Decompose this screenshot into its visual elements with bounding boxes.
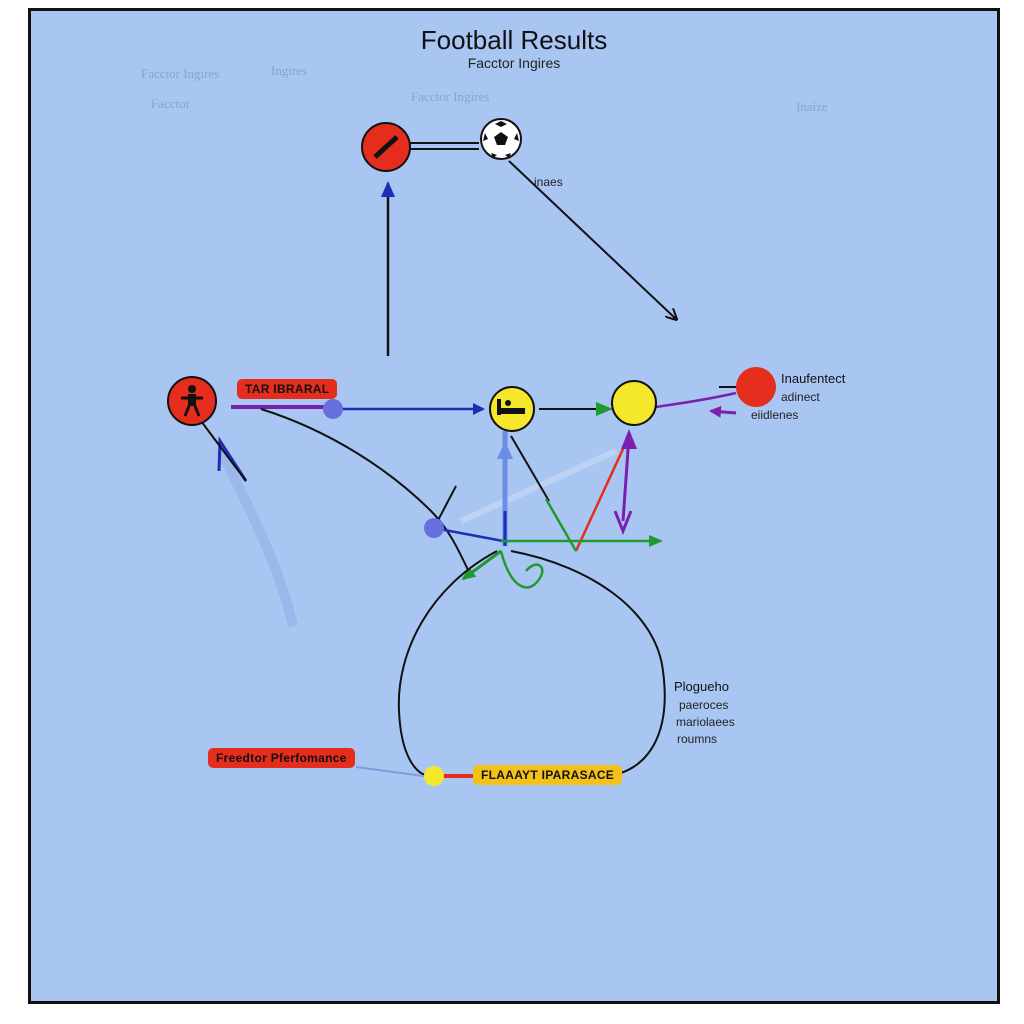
- ghost-label: Facctor: [151, 96, 190, 111]
- diagram-frame: Football Results Facctor Ingires Facctor…: [28, 8, 1000, 1004]
- arrow-diagonal: [508, 160, 676, 319]
- diagram-title: Football Results: [420, 25, 608, 55]
- diagram-subtitle: Facctor Ingires: [467, 55, 561, 71]
- soccer-ball-icon: [483, 121, 519, 158]
- yellow-node: [611, 380, 657, 426]
- tag-bottom-left: Freedtor Pferfomance: [208, 748, 355, 768]
- loop-right: [510, 550, 666, 778]
- arrow-head: [217, 436, 248, 482]
- connector-line: [621, 435, 631, 522]
- arrow-head: [613, 510, 633, 536]
- arrow-purple: [709, 405, 737, 418]
- connector-line: [510, 435, 550, 502]
- faint-line: [355, 766, 432, 778]
- arrow-green: [461, 549, 502, 581]
- red-node: [736, 367, 776, 407]
- loop-label-3: mariolaees: [676, 715, 735, 729]
- ghost-label: Inaize: [796, 99, 828, 114]
- blue-hub-node: [424, 518, 444, 538]
- connector-line: [574, 435, 631, 552]
- blue-hub-node: [323, 399, 343, 419]
- connector-line: [200, 420, 247, 482]
- tag-top-left: TAR IBRARAL: [237, 379, 338, 399]
- arrow-head: [381, 181, 395, 197]
- loop-label-1: Plogueho: [674, 679, 729, 694]
- yellow-dot-node: [424, 766, 444, 786]
- loop-label-2: paeroces: [679, 698, 729, 712]
- ghost-label: Facctor Ingires: [141, 66, 220, 81]
- right-label-1: Inaufentect: [781, 371, 846, 386]
- diagram-canvas: [167, 118, 776, 786]
- faint-line: [459, 448, 618, 524]
- arrow-head: [596, 402, 613, 416]
- arrow-head: [497, 441, 513, 459]
- right-label-2: adinect: [781, 390, 820, 404]
- connector-line: [433, 526, 504, 543]
- tag-bottom-center: FLAAAYT IPARASACE: [473, 765, 623, 785]
- curve-connector: [260, 408, 472, 577]
- ghost-label: Ingires: [271, 63, 308, 78]
- curve-connector: [499, 550, 544, 589]
- connector-line: [655, 391, 737, 409]
- connector-line: [544, 498, 578, 552]
- no-entry-icon: [373, 135, 399, 159]
- faint-arrow: [216, 448, 298, 628]
- loop-left: [397, 550, 498, 777]
- player-icon: [181, 385, 203, 417]
- loop-label-4: roumns: [677, 732, 718, 746]
- ghost-label: Facctor Ingires: [411, 89, 490, 104]
- right-label-3: eiidlenes: [751, 408, 799, 422]
- arrow-head: [621, 429, 637, 449]
- edge-note: inaes: [534, 175, 563, 189]
- player-bed-icon: [497, 399, 525, 415]
